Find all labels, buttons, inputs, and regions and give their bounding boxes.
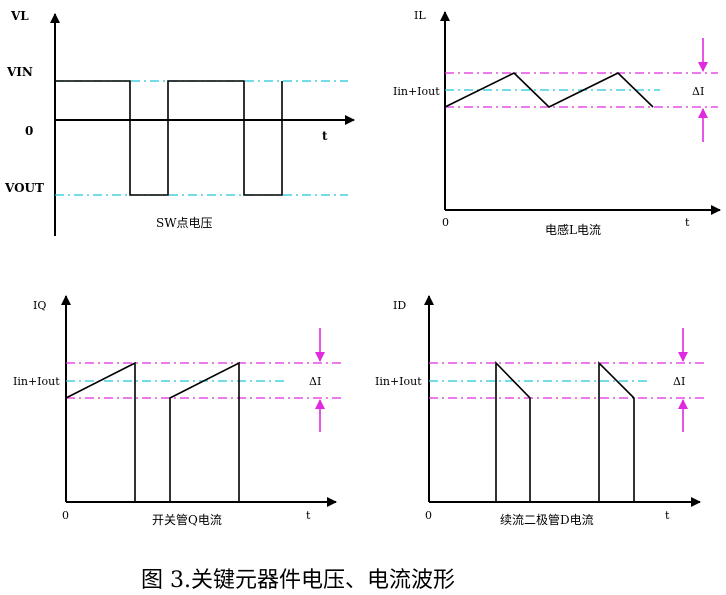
id-pulse-1 (495, 361, 531, 502)
il-origin-label: 0 (442, 216, 449, 229)
switch-current-panel: IQ Iin+Iout ΔI 0 t 开关管Q电流 (13, 295, 342, 527)
iq-origin-label: 0 (62, 509, 69, 522)
il-delta-label: ΔI (692, 85, 704, 98)
vout-label: VOUT (4, 181, 44, 195)
inductor-current-panel: IL Iin+Iout ΔI 0 t 电感L电流 (393, 9, 721, 237)
diode-current-panel: ID Iin+Iout ΔI 0 t 续流二极管D电流 (375, 295, 708, 527)
id-x-axis-label: t (665, 509, 670, 522)
il-waveform (444, 72, 654, 108)
iq-caption: 开关管Q电流 (152, 512, 222, 527)
sw-zero-label: 0 (25, 124, 33, 138)
iq-delta-label: ΔI (309, 375, 321, 388)
sw-voltage-waveform (55, 80, 283, 196)
il-y-axis-label: IL (414, 9, 426, 22)
iq-pulse-1 (65, 361, 136, 502)
sw-voltage-panel: VL VIN 0 VOUT t SW点电压 (4, 9, 355, 236)
id-delta-label: ΔI (673, 375, 685, 388)
sw-caption: SW点电压 (156, 216, 213, 230)
iq-y-axis-label: IQ (33, 299, 46, 312)
il-average-label: Iin+Iout (393, 85, 440, 98)
vin-label: VIN (6, 65, 33, 79)
il-caption: 电感L电流 (545, 222, 601, 237)
il-x-axis-label: t (685, 216, 690, 229)
figure-caption: 图 3.关键元器件电压、电流波形 (141, 568, 455, 593)
sw-x-axis-label: t (322, 129, 328, 143)
id-caption: 续流二极管D电流 (500, 512, 594, 527)
iq-x-axis-label: t (306, 509, 311, 522)
iq-average-label: Iin+Iout (13, 375, 60, 388)
id-origin-label: 0 (425, 509, 432, 522)
id-pulse-2 (598, 361, 635, 502)
iq-pulse-2 (169, 361, 240, 502)
id-average-label: Iin+Iout (375, 375, 422, 388)
sw-y-axis-label: VL (10, 9, 29, 23)
id-y-axis-label: ID (393, 299, 406, 312)
